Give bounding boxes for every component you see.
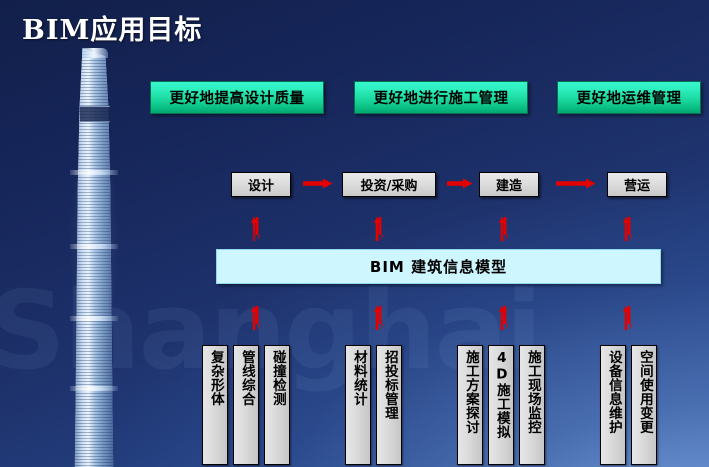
goal-label: 更好地运维管理 <box>576 91 682 107</box>
application-label: 施工现场监控 <box>524 350 541 434</box>
application-label: 材料统计 <box>350 350 367 406</box>
process-box-operate[interactable]: 营运 <box>607 172 667 197</box>
goal-box-design-quality[interactable]: 更好地提高设计质量 <box>150 81 324 114</box>
right-arrow-icon-procurement-to-build <box>447 178 473 189</box>
application-label: 管线综合 <box>238 350 255 406</box>
application-label: 招投标管理 <box>381 350 398 420</box>
application-label: 施工方案探讨 <box>462 350 479 434</box>
double-arrow-icon-procurement-bim <box>374 216 384 242</box>
double-arrow-icon-bim-procurement-apps <box>374 305 384 331</box>
application-box-material-statistics[interactable]: 材料统计 <box>345 345 371 465</box>
application-box-clash-detection[interactable]: 碰撞检测 <box>264 345 290 465</box>
double-arrow-icon-bim-construction-apps <box>499 305 509 331</box>
goal-label: 更好地进行施工管理 <box>373 91 509 107</box>
double-arrow-icon-operate-bim <box>623 216 633 242</box>
process-box-procurement[interactable]: 投资/采购 <box>342 172 436 197</box>
application-label: 4D施工模拟 <box>493 350 510 439</box>
process-label: 营运 <box>623 179 650 194</box>
application-label: 复杂形体 <box>207 350 224 406</box>
application-box-pipeline-coordination[interactable]: 管线综合 <box>233 345 259 465</box>
application-box-site-monitoring[interactable]: 施工现场监控 <box>519 345 545 465</box>
double-arrow-icon-design-bim <box>251 216 261 242</box>
tower-signage <box>80 106 110 122</box>
double-arrow-icon-bim-design-apps <box>251 305 261 331</box>
process-box-design[interactable]: 设计 <box>231 172 291 197</box>
tower-glow <box>62 48 126 467</box>
right-arrow-icon-design-to-procurement <box>303 178 333 189</box>
bim-model-label: BIM 建筑信息模型 <box>369 258 508 276</box>
tower-band-1 <box>70 170 118 175</box>
shanghai-tower-image <box>62 48 126 467</box>
process-label: 建造 <box>495 179 522 194</box>
page-title: BIM应用目标 <box>22 15 203 46</box>
double-arrow-icon-build-bim <box>499 216 509 242</box>
application-box-equipment-maintenance[interactable]: 设备信息维护 <box>600 345 626 465</box>
application-label: 碰撞检测 <box>269 350 286 406</box>
process-box-build[interactable]: 建造 <box>479 172 539 197</box>
bim-model-bar[interactable]: BIM 建筑信息模型 <box>216 249 661 284</box>
tower-band-4 <box>70 386 118 391</box>
application-box-complex-form[interactable]: 复杂形体 <box>202 345 228 465</box>
tower-band-3 <box>70 316 118 321</box>
application-label: 空间使用变更 <box>636 350 653 434</box>
tower-crown <box>82 48 108 58</box>
application-box-4d-simulation[interactable]: 4D施工模拟 <box>488 345 514 465</box>
goal-box-construction-management[interactable]: 更好地进行施工管理 <box>354 81 528 114</box>
application-box-space-usage-change[interactable]: 空间使用变更 <box>631 345 657 465</box>
application-box-construction-scheme[interactable]: 施工方案探讨 <box>457 345 483 465</box>
process-label: 设计 <box>247 179 274 194</box>
application-box-tender-management[interactable]: 招投标管理 <box>376 345 402 465</box>
application-label: 设备信息维护 <box>605 350 622 434</box>
double-arrow-icon-bim-operation-apps <box>623 305 633 331</box>
process-label: 投资/采购 <box>360 179 418 194</box>
tower-band-2 <box>70 244 118 249</box>
right-arrow-icon-build-to-operate <box>556 178 596 189</box>
goal-box-operation-maintenance[interactable]: 更好地运维管理 <box>557 81 701 114</box>
goal-label: 更好地提高设计质量 <box>169 91 305 107</box>
